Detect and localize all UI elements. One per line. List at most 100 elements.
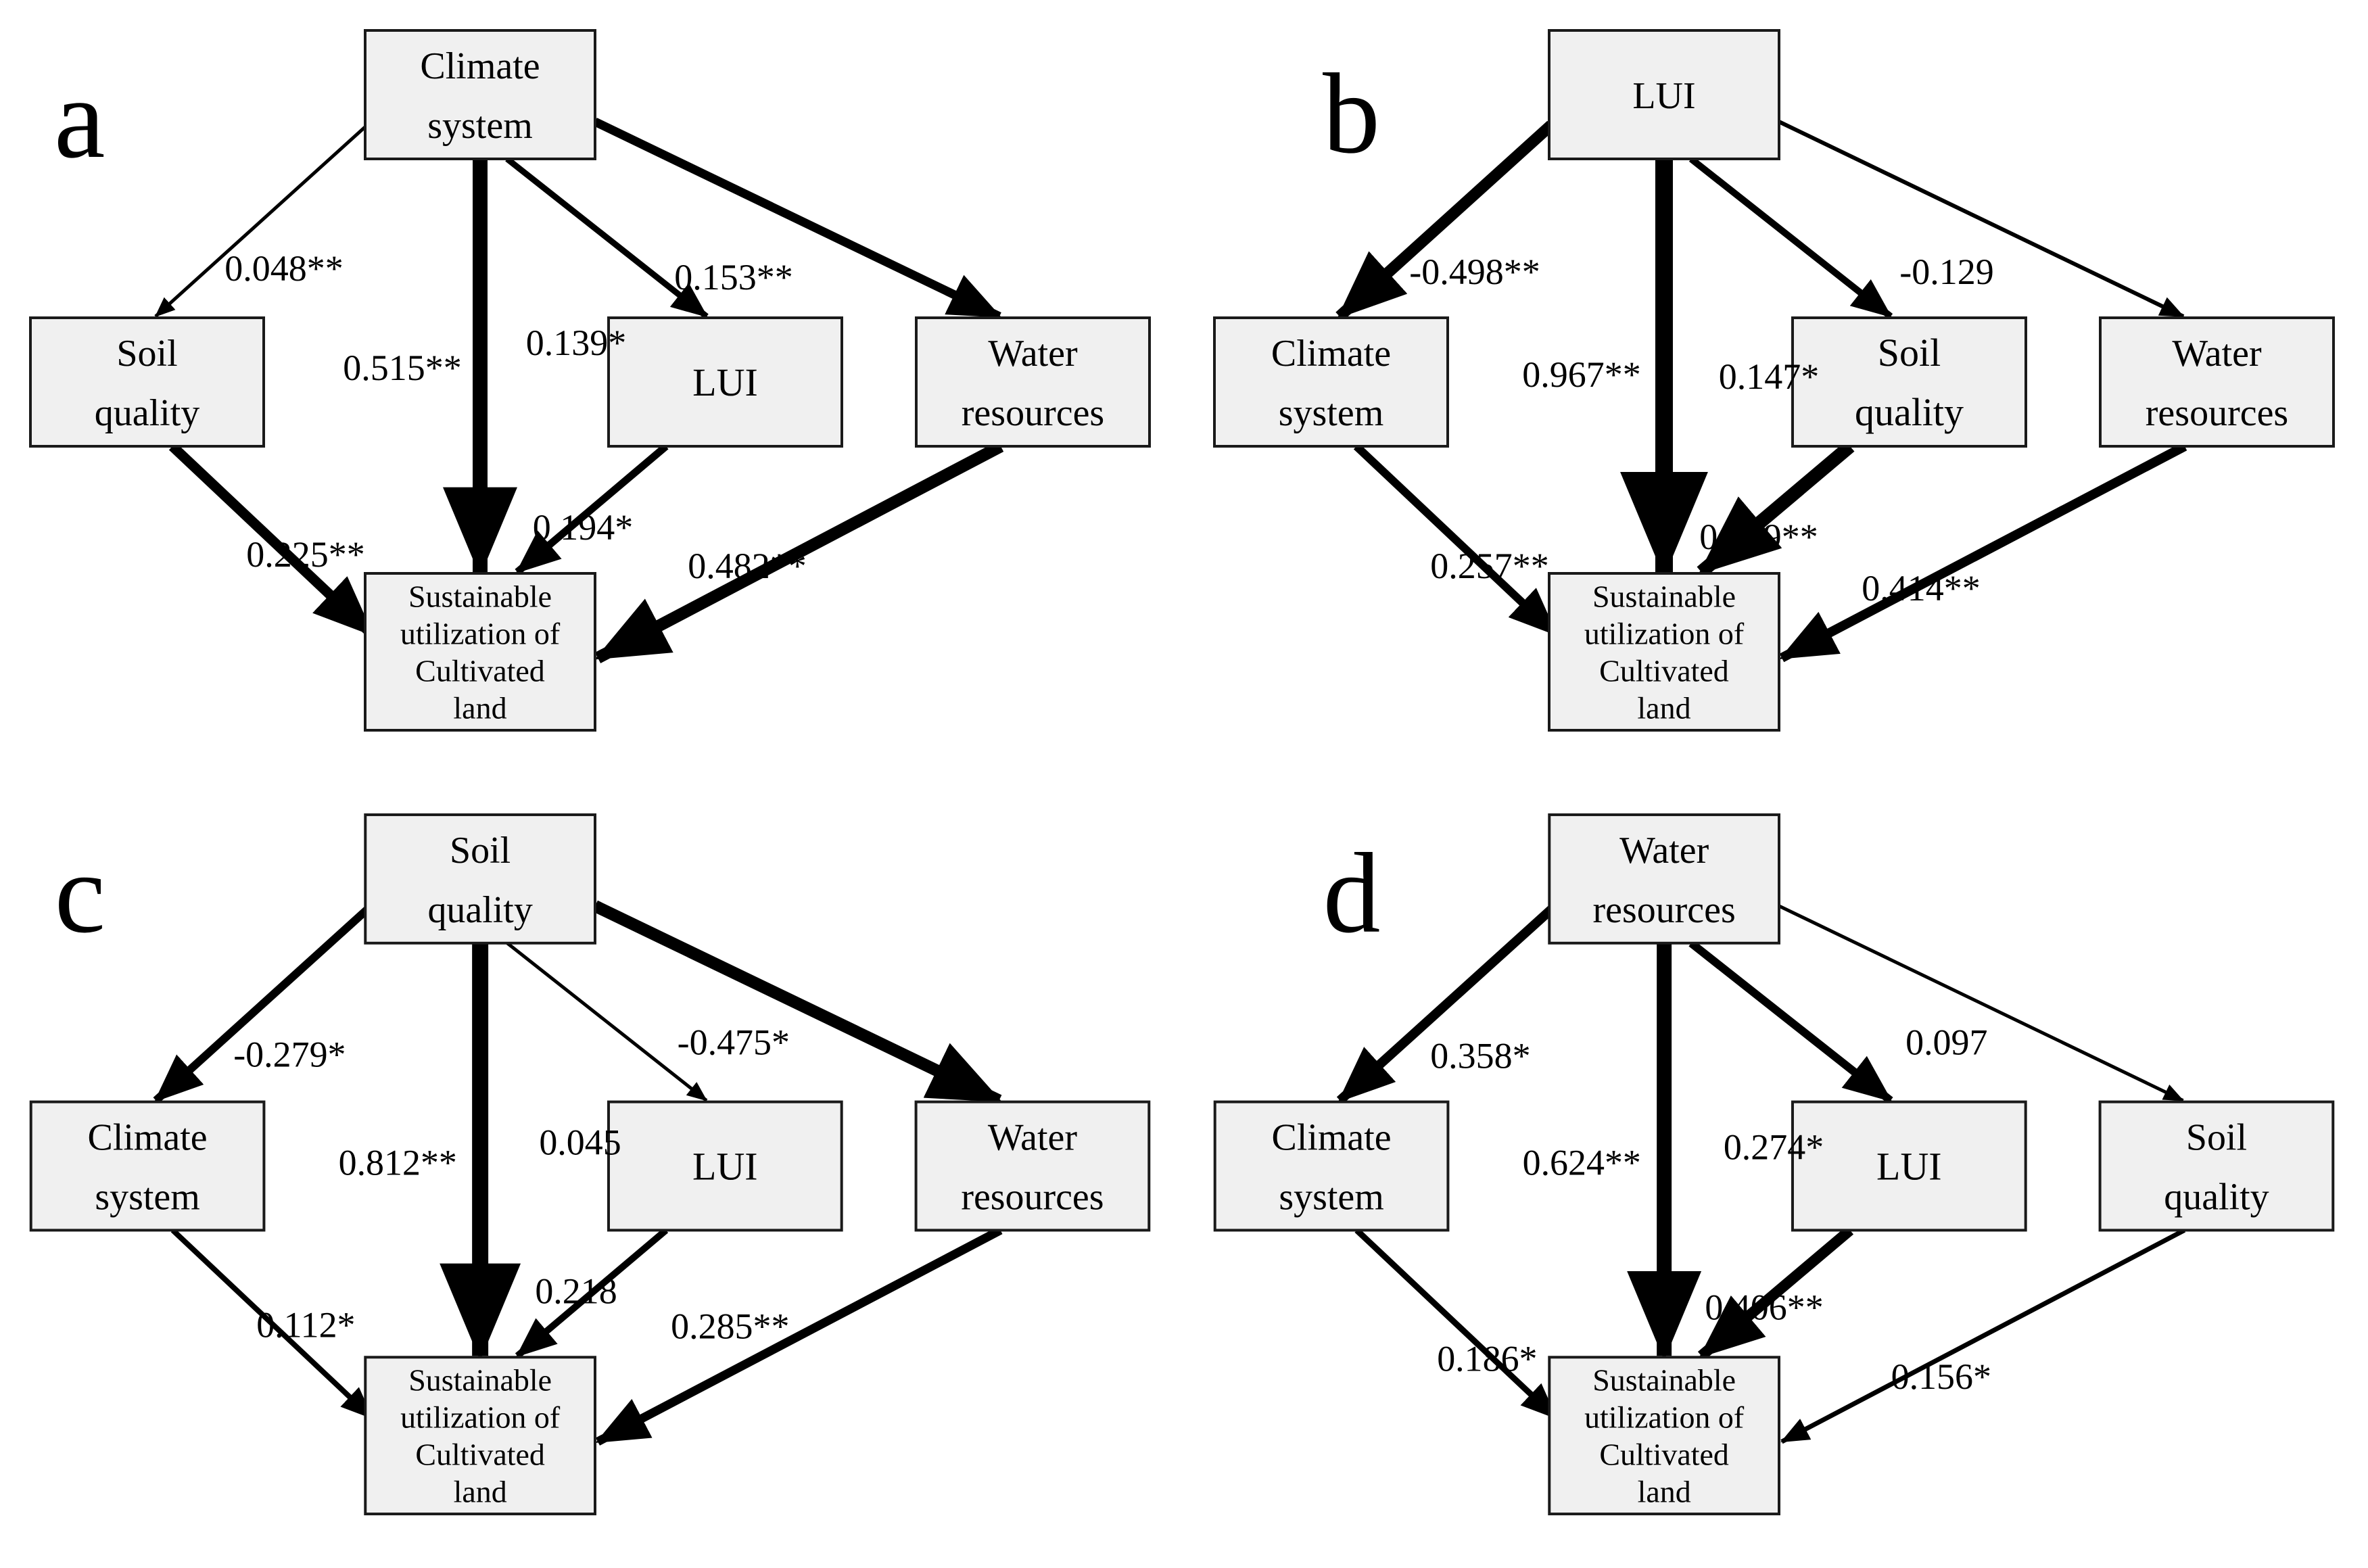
path-arrow-top-to-middle bbox=[1688, 940, 1893, 1104]
path-arrow-top-to-right bbox=[1778, 120, 2185, 318]
coef-label-top-to-middle: 0.147* bbox=[1719, 356, 1820, 397]
path-arrow-top-to-middle bbox=[505, 156, 709, 319]
path-arrow-top-to-right bbox=[1778, 904, 2184, 1102]
node-water-resources-box bbox=[1548, 813, 1780, 945]
node-climate-system-box bbox=[1213, 316, 1449, 448]
coef-label-top-to-left: -0.498** bbox=[1409, 252, 1540, 292]
path-arrow-top-to-right bbox=[592, 900, 1003, 1106]
node-lui-label: LUI bbox=[1632, 75, 1695, 117]
coef-label-top-to-right: 0.097 bbox=[1905, 1022, 1987, 1063]
node-climate-system-box bbox=[1213, 1100, 1450, 1232]
path-arrow-left-to-bottom bbox=[170, 1228, 375, 1421]
node-lui-label: LUI bbox=[692, 360, 758, 404]
path-arrow-top-to-left bbox=[1335, 120, 1555, 321]
coef-label-middle-to-bottom: 0.406** bbox=[1705, 1287, 1823, 1327]
node-sustainable-utilization-of-cultivated-land-box bbox=[364, 572, 596, 732]
coef-label-top-to-left: -0.279* bbox=[233, 1035, 346, 1075]
node-sustainable-utilization-of-cultivated-land-box bbox=[1548, 572, 1780, 732]
coef-label-top-to-bottom: 0.624** bbox=[1523, 1143, 1641, 1183]
node-lui: LUI bbox=[607, 1100, 843, 1232]
path-arrow-right-to-bottom bbox=[1780, 1228, 2186, 1444]
path-arrow-middle-to-bottom bbox=[515, 443, 669, 575]
node-lui-box bbox=[607, 316, 843, 448]
node-soil-quality-box bbox=[1791, 316, 2027, 448]
node-sustainable-utilization-of-cultivated-land-box bbox=[1548, 1356, 1780, 1516]
path-arrow-top-to-left bbox=[153, 906, 371, 1104]
path-arrow-left-to-bottom bbox=[1353, 443, 1559, 638]
panel-letter-a: a bbox=[54, 55, 105, 182]
coef-label-middle-to-bottom: 0.689** bbox=[1699, 517, 1818, 557]
node-lui-label: LUI bbox=[1876, 1144, 1942, 1188]
node-lui-box bbox=[1548, 29, 1780, 160]
panel-letter-d: d bbox=[1323, 830, 1381, 957]
coef-label-left-to-bottom: 0.186* bbox=[1437, 1338, 1537, 1379]
coef-label-top-to-right: -0.475* bbox=[678, 1022, 790, 1063]
coef-label-top-to-left: 0.048** bbox=[224, 248, 344, 289]
node-lui-box bbox=[1791, 1100, 2027, 1232]
panel-letter-c: c bbox=[55, 830, 105, 957]
coef-label-right-to-bottom: 0.482** bbox=[688, 546, 807, 586]
node-water-resources-box bbox=[914, 1100, 1151, 1232]
coef-label-middle-to-bottom: 0.218 bbox=[535, 1270, 617, 1311]
path-arrow-top-to-middle bbox=[506, 941, 708, 1102]
node-soil-quality-box bbox=[2098, 1100, 2335, 1232]
coef-label-top-to-right: -0.129 bbox=[1899, 252, 1993, 292]
node-soil-quality-box bbox=[364, 813, 596, 945]
path-arrow-right-to-bottom bbox=[595, 1226, 1003, 1446]
node-lui: LUI bbox=[1791, 1100, 2027, 1232]
path-arrow-top-to-middle bbox=[1688, 156, 1893, 319]
node-lui: LUI bbox=[607, 316, 843, 448]
path-arrow-left-to-bottom bbox=[168, 442, 376, 638]
path-arrow-middle-to-bottom bbox=[1697, 441, 1855, 577]
coef-label-top-to-bottom: 0.967** bbox=[1522, 354, 1641, 395]
path-arrow-top-to-left bbox=[154, 124, 369, 318]
node-climate-system-box bbox=[29, 1100, 266, 1232]
node-lui-label: LUI bbox=[692, 1144, 758, 1188]
path-arrow-left-to-bottom bbox=[1354, 1228, 1559, 1421]
node-water-resources-box bbox=[2099, 316, 2335, 448]
path-arrow-top-to-right bbox=[593, 118, 1002, 320]
node-sustainable-utilization-of-cultivated-land-box bbox=[364, 1356, 596, 1516]
node-climate-system-box bbox=[364, 29, 596, 160]
path-arrow-middle-to-bottom bbox=[1697, 1226, 1854, 1360]
path-arrow-right-to-bottom bbox=[1779, 442, 2187, 663]
coef-label-top-to-right: 0.153** bbox=[674, 257, 793, 298]
coef-label-top-to-bottom: 0.812** bbox=[339, 1143, 457, 1183]
coef-label-top-to-middle: 0.045 bbox=[539, 1122, 621, 1163]
node-lui-box bbox=[607, 1100, 843, 1232]
path-arrow-right-to-bottom bbox=[594, 441, 1004, 663]
panel-letter-b: b bbox=[1323, 50, 1380, 177]
coef-label-left-to-bottom: 0.225** bbox=[246, 534, 365, 575]
node-soil-quality-box bbox=[29, 316, 265, 448]
